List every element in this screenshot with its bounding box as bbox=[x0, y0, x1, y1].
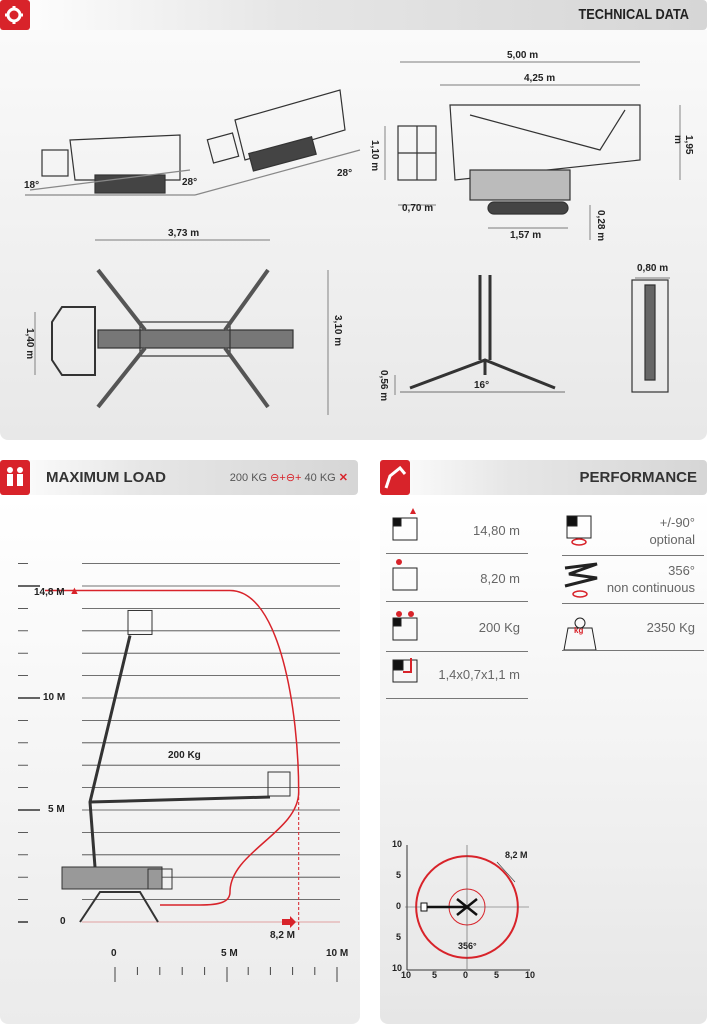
persons-icon bbox=[0, 460, 30, 495]
turret-rotation-sub: non continuous bbox=[606, 580, 695, 595]
person-icon: ⊖ bbox=[270, 472, 280, 484]
x-tick-label: 10 bbox=[401, 970, 412, 980]
x-tick-label: 10 bbox=[525, 970, 536, 980]
plus: + bbox=[295, 472, 302, 484]
rotation-diagram bbox=[405, 845, 530, 971]
y-tick-label: 10 bbox=[392, 963, 403, 973]
y-tick-label: 5 bbox=[396, 870, 402, 880]
divider bbox=[386, 651, 528, 652]
machine-drawings bbox=[25, 61, 681, 415]
dim-width: 0,80 m bbox=[637, 263, 669, 274]
plus: + bbox=[279, 472, 286, 484]
weight-badge: kg bbox=[574, 626, 584, 635]
dim-outrigger-angle: 16° bbox=[474, 380, 490, 391]
performance-title: PERFORMANCE bbox=[579, 469, 697, 486]
dim-basket-depth: 0,70 m bbox=[402, 203, 434, 214]
basket-high bbox=[127, 609, 153, 635]
y-label-5m: 5 M bbox=[48, 804, 65, 815]
dim-outrigger-height: 0,56 m bbox=[378, 370, 389, 402]
y-tick-label: 5 bbox=[396, 932, 402, 942]
machine-base bbox=[61, 866, 163, 890]
radius-label: 8,2 M bbox=[505, 850, 528, 860]
basket-rotation-value: +/-90° bbox=[659, 515, 695, 530]
leader bbox=[496, 861, 516, 883]
dim-length: 4,25 m bbox=[524, 73, 556, 84]
dim-angle-slope-2: 28° bbox=[337, 168, 353, 179]
divider bbox=[386, 601, 528, 602]
technical-data-panel bbox=[0, 30, 707, 440]
y-label-0: 0 bbox=[60, 916, 66, 927]
load-chart bbox=[18, 563, 340, 982]
dim-outrigger-span: 3,73 m bbox=[168, 228, 200, 239]
maximum-load-title: MAXIMUM LOAD bbox=[46, 469, 166, 486]
dim-height: 1,95 m bbox=[672, 135, 694, 155]
up-arrow-icon: ▲ bbox=[69, 585, 80, 597]
working-height-value: 14,80 m bbox=[473, 523, 520, 538]
dim-ground-clearance: 0,28 m bbox=[595, 210, 606, 242]
maximum-load-header: MAXIMUM LOAD 200 KG ⊖+⊖+ 40 KG ✕ bbox=[0, 460, 358, 495]
person-icon: ⊖ bbox=[285, 472, 296, 484]
x-label-10m: 10 M bbox=[326, 948, 349, 959]
divider bbox=[386, 553, 528, 554]
rotation-label: 356° bbox=[458, 941, 477, 951]
dim-outrigger-width: 3,10 m bbox=[332, 315, 343, 347]
divider bbox=[562, 650, 704, 651]
capacity-persons-load: 200 KG bbox=[229, 472, 268, 484]
divider bbox=[562, 603, 704, 604]
x-tick-label: 5 bbox=[494, 970, 500, 980]
y-label-10m: 10 M bbox=[43, 692, 66, 703]
boom-horizontal bbox=[89, 795, 271, 804]
boom-icon bbox=[380, 460, 410, 495]
x-tick-label: 0 bbox=[463, 970, 469, 980]
weight-value: 2350 Kg bbox=[646, 620, 695, 635]
divider bbox=[386, 698, 528, 699]
technical-data-header: TECHNICAL DATA bbox=[0, 0, 707, 30]
reach-label: 8,2 M bbox=[270, 930, 296, 941]
maximum-load-panel bbox=[0, 497, 360, 1024]
machine-top bbox=[425, 898, 478, 916]
basket-capacity-value: 200 Kg bbox=[478, 620, 520, 635]
dim-track-length: 1,57 m bbox=[510, 230, 542, 241]
performance-header: PERFORMANCE bbox=[380, 460, 707, 495]
gear-icon bbox=[0, 0, 30, 30]
dim-angle-side: 18° bbox=[24, 180, 40, 191]
load-capacity: 200 KG ⊖+⊖+ 40 KG ✕ bbox=[230, 471, 348, 484]
performance-panel bbox=[380, 497, 707, 1024]
capacity-tools-load: 40 KG bbox=[304, 472, 336, 484]
x-label-5m: 5 M bbox=[221, 948, 238, 959]
basket-size-value: 1,4x0,7x1,1 m bbox=[438, 667, 520, 682]
tools-icon: ✕ bbox=[338, 472, 348, 484]
y-tick-label: 10 bbox=[392, 839, 403, 849]
basket-low bbox=[147, 868, 173, 890]
dim-total-length: 5,00 m bbox=[507, 50, 539, 61]
basket-rotation-sub: optional bbox=[649, 532, 695, 547]
y-label-max: 14,8 M bbox=[34, 587, 65, 598]
x-tick-label: 5 bbox=[432, 970, 438, 980]
dim-basket-width: 1,40 m bbox=[24, 328, 35, 360]
y-tick-label: 0 bbox=[396, 901, 402, 911]
right-arrow-icon bbox=[282, 916, 296, 928]
dim-basket-height: 1,10 m bbox=[369, 140, 380, 172]
basket bbox=[420, 902, 428, 912]
basket-out bbox=[267, 771, 291, 797]
dim-angle-slope: 28° bbox=[182, 177, 198, 188]
load-label: 200 Kg bbox=[168, 750, 201, 761]
technical-data-title: TECHNICAL DATA bbox=[578, 6, 690, 23]
working-envelope bbox=[45, 589, 300, 906]
divider bbox=[562, 555, 704, 556]
x-label-0: 0 bbox=[111, 948, 117, 959]
outreach-value: 8,20 m bbox=[480, 571, 520, 586]
turret-rotation-value: 356° bbox=[668, 563, 695, 578]
outriggers bbox=[79, 891, 159, 923]
perf-icons bbox=[392, 508, 598, 683]
